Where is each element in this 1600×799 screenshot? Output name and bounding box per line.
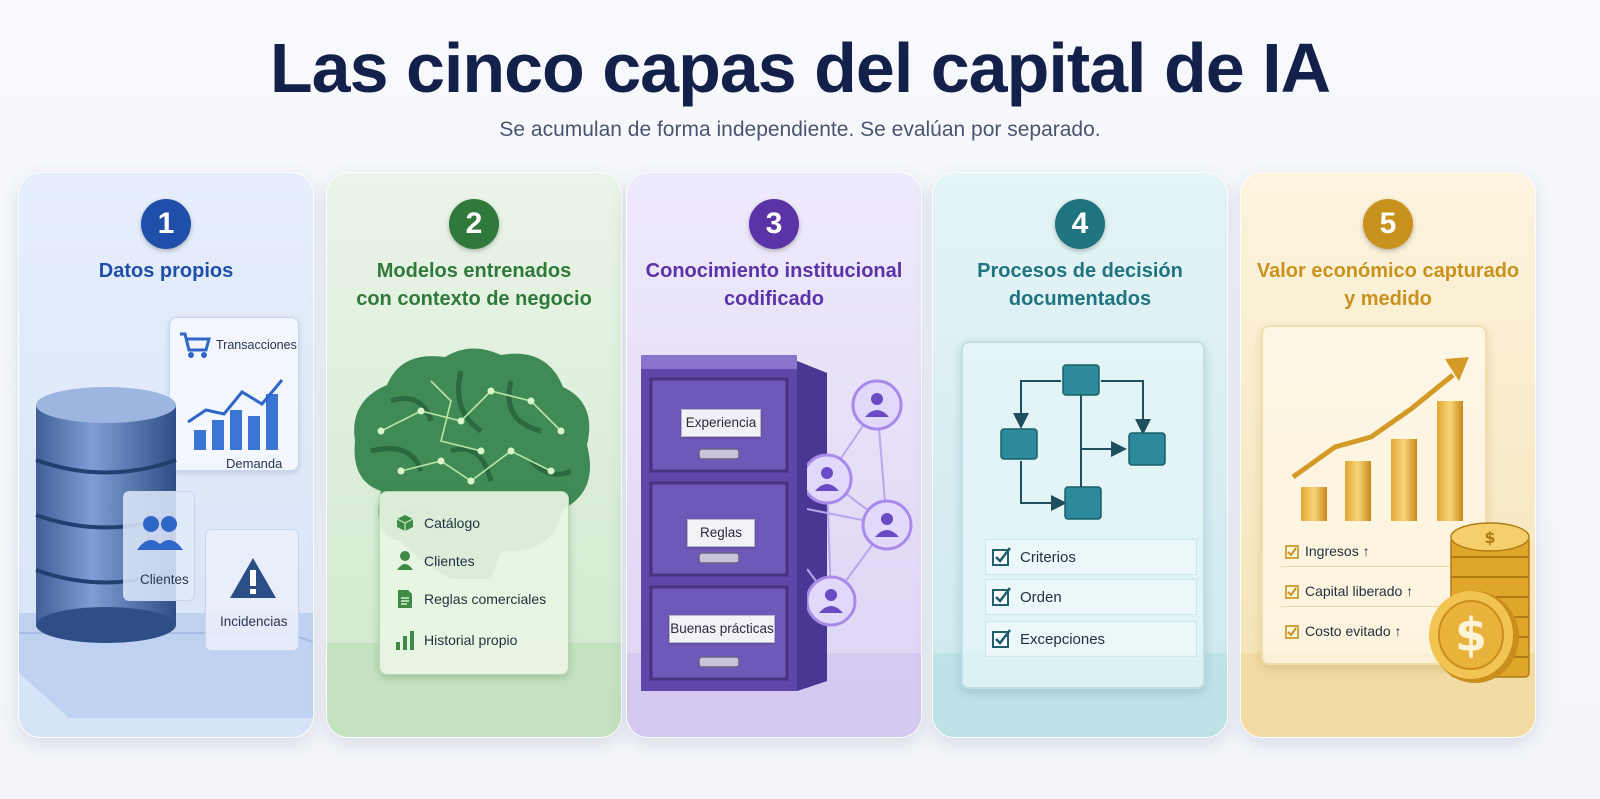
excepciones-row: Excepciones: [985, 621, 1197, 657]
item-catalogo: Catálogo: [424, 515, 481, 531]
metric-capital-liberado: Capital liberado ↑: [1305, 583, 1414, 599]
costo-evitado-row: Costo evitado ↑: [1281, 617, 1451, 647]
check-criterios: Criterios: [1020, 549, 1076, 566]
drawer-label-experiencia: Experiencia: [681, 409, 761, 437]
incidencias-panel: Incidencias: [205, 529, 299, 651]
step-number-3: 3: [749, 199, 799, 249]
svg-text:$: $: [1484, 528, 1495, 547]
card-valor-economico: 5 Valor económico capturado y medido Ing…: [1240, 172, 1536, 738]
svg-text:$: $: [1455, 608, 1487, 662]
capital-liberado-row: Capital liberado ↑: [1281, 577, 1451, 607]
clientes-panel: Clientes: [123, 491, 195, 601]
dollar-coin-icon: $: [1429, 591, 1519, 683]
checkbox-icon: [1285, 545, 1299, 559]
card-title: Valor económico capturado y medido: [1256, 260, 1520, 310]
criterios-row: Criterios: [985, 539, 1197, 575]
card-title: Conocimiento institucional codificado: [645, 260, 903, 310]
checkbox-icon: [992, 629, 1012, 648]
check-orden: Orden: [1020, 589, 1062, 606]
bar-chart-icon: [187, 379, 284, 450]
checkbox-icon: [992, 547, 1012, 566]
decision-board: Criterios Orden Excepciones: [961, 341, 1205, 689]
step-number-5: 5: [1363, 199, 1413, 249]
label-transacciones: Transacciones: [216, 338, 297, 352]
warning-icon: [230, 558, 276, 598]
checkbox-icon: [992, 587, 1012, 606]
card-conocimiento-institucional: 3 Conocimiento institucional codificado …: [626, 172, 922, 738]
card-procesos-de-decision: 4 Procesos de decisión documentados: [932, 172, 1228, 738]
knowledge-network: [807, 379, 913, 627]
card-datos-propios: 1 Datos propios Transacciones Demanda: [18, 172, 314, 738]
checkbox-icon: [1285, 625, 1299, 639]
check-excepciones: Excepciones: [1020, 631, 1106, 648]
step-number-1: 1: [141, 199, 191, 249]
card-modelos-entrenados: 2 Modelos entrenados con contexto de neg…: [326, 172, 622, 738]
context-list-panel: Catálogo Clientes Reglas comerciales His…: [379, 491, 569, 675]
cart-icon: [180, 332, 211, 358]
item-historial-propio: Historial propio: [424, 632, 518, 648]
card-title: Modelos entrenados con contexto de negoc…: [356, 260, 592, 310]
orden-row: Orden: [985, 579, 1197, 615]
people-icon: [137, 516, 183, 550]
drawer-label-reglas: Reglas: [687, 519, 755, 547]
checkbox-icon: [1285, 585, 1299, 599]
page-title: Las cinco capas del capital de IA: [269, 29, 1331, 107]
page-subtitle: Se acumulan de forma independiente. Se e…: [499, 118, 1101, 141]
card-title: Procesos de decisión documentados: [977, 260, 1183, 310]
item-clientes: Clientes: [424, 553, 475, 569]
growth-chart-icon: [1291, 357, 1469, 521]
document-icon: [398, 590, 412, 608]
metric-ingresos: Ingresos ↑: [1305, 543, 1370, 559]
transacciones-panel: Transacciones Demanda: [169, 317, 299, 471]
label-demanda: Demanda: [226, 456, 283, 471]
ingresos-row: Ingresos ↑: [1281, 537, 1451, 567]
person-icon: [397, 551, 413, 570]
box-icon: [396, 515, 414, 531]
metric-costo-evitado: Costo evitado ↑: [1305, 623, 1402, 639]
bar-chart-icon: [396, 631, 414, 650]
item-reglas-comerciales: Reglas comerciales: [424, 591, 547, 607]
card-title: Datos propios: [98, 260, 234, 282]
label-clientes: Clientes: [140, 572, 189, 587]
label-incidencias: Incidencias: [220, 614, 288, 629]
flowchart-icon: [1000, 364, 1166, 520]
step-number-4: 4: [1055, 199, 1105, 249]
drawer-label-buenas-practicas: Buenas prácticas: [669, 615, 775, 643]
step-number-2: 2: [449, 199, 499, 249]
